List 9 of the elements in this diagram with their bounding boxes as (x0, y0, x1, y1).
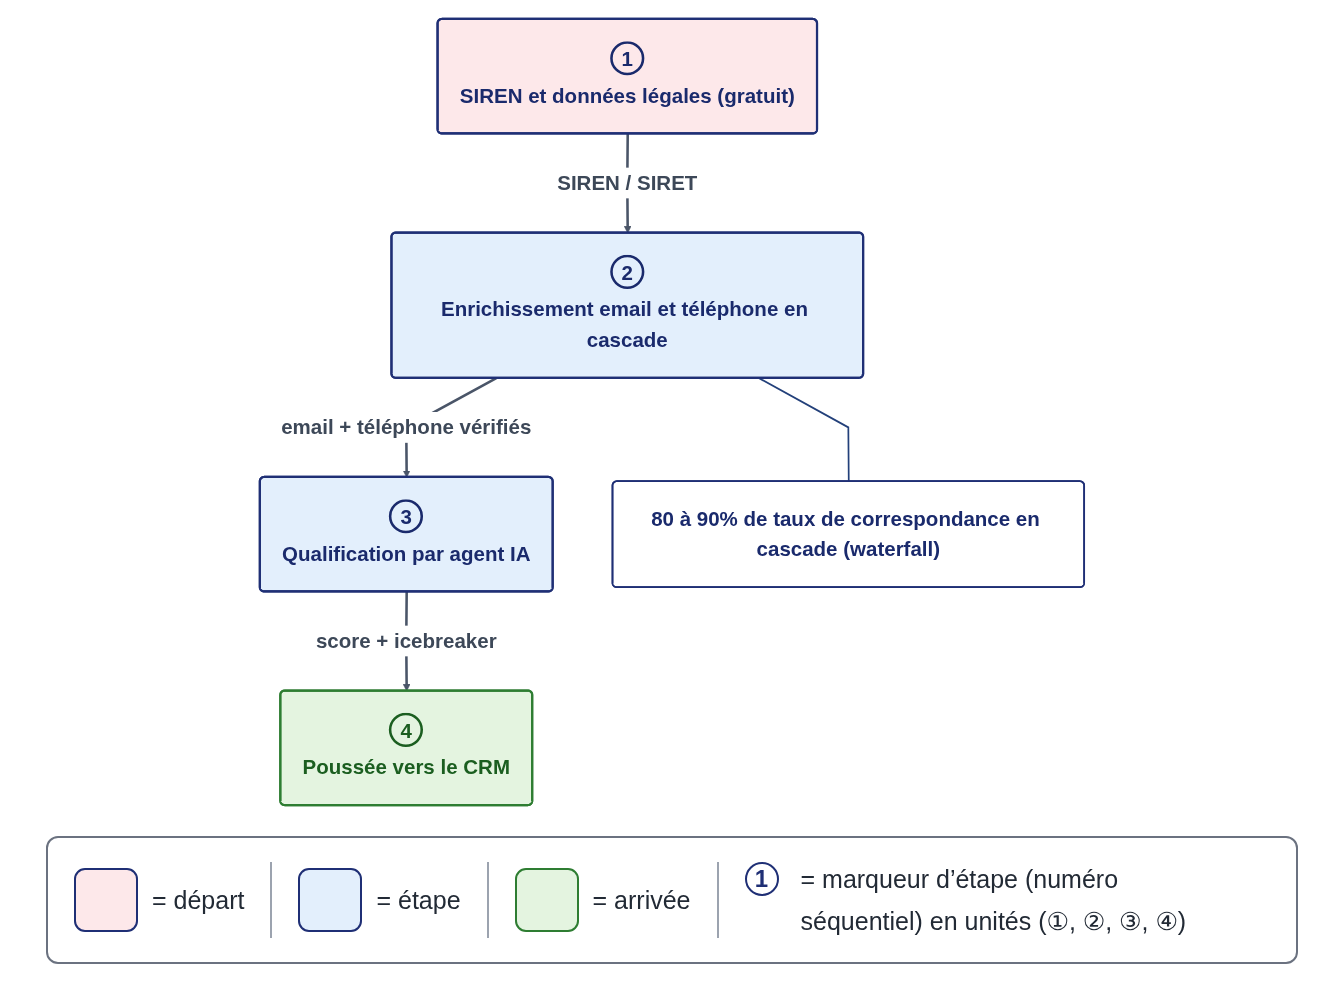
edge-label: SIREN / SIRET (557, 171, 698, 195)
step-number-marker: 1 (744, 862, 779, 896)
legend-text: = départ (152, 885, 245, 916)
legend-text: = étape (376, 885, 461, 916)
edge-label: score + icebreaker (315, 629, 497, 653)
legend-text: = marqueur d’étape (numéro séquentiel) en unités (①, ②, ③, ④) (800, 864, 1188, 937)
legend-text: = arrivée (592, 885, 691, 916)
connector (758, 377, 850, 483)
edge-label: email + téléphone vérifiés (281, 415, 532, 439)
